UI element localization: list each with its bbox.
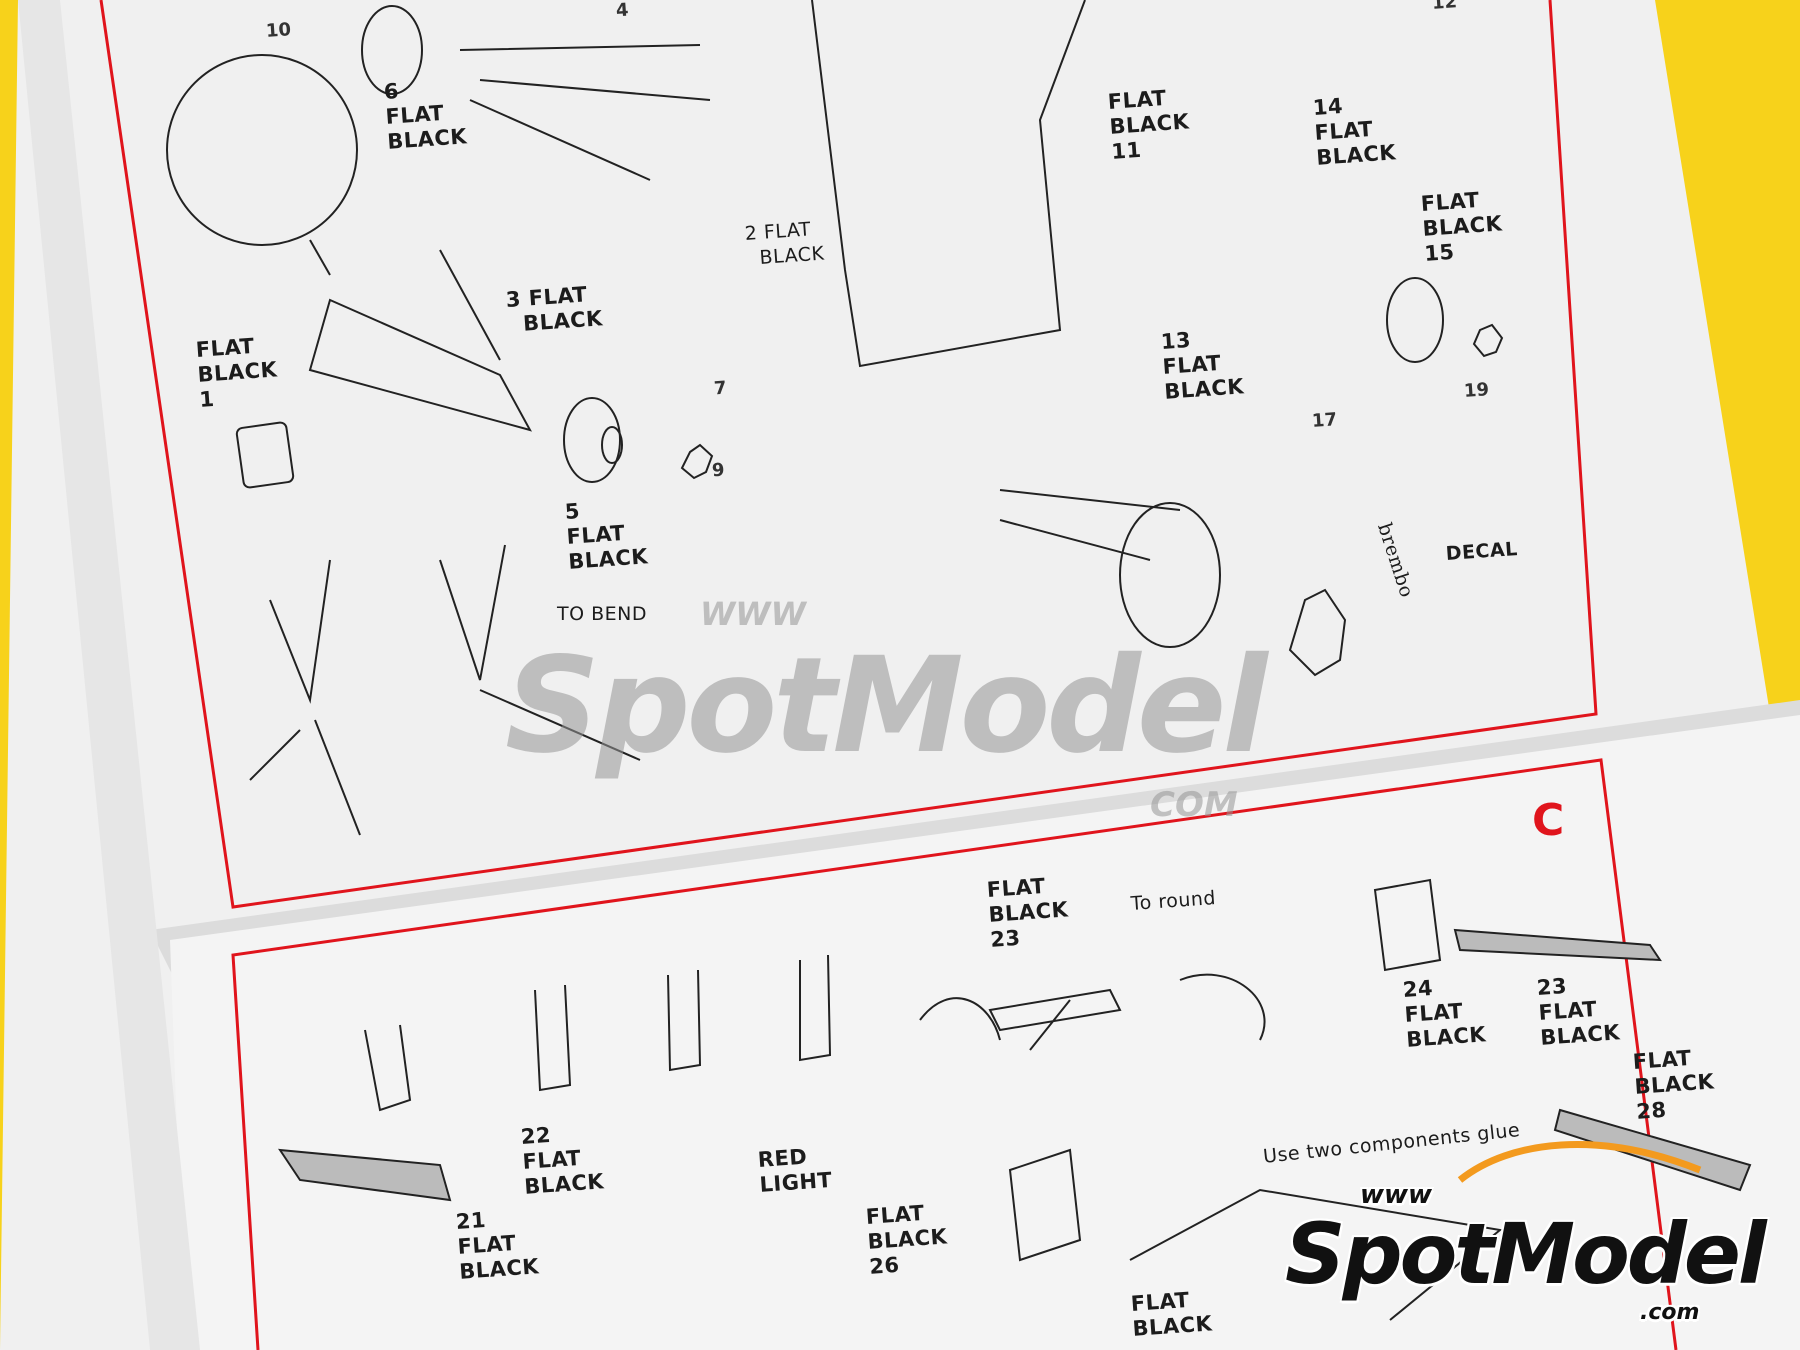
wing-21 xyxy=(278,1148,452,1202)
part-label-15: FLAT BLACK 15 xyxy=(1420,187,1504,266)
part-label-flat-black: FLAT BLACK xyxy=(1130,1287,1214,1341)
wing-28 xyxy=(1553,1108,1752,1192)
disc-assembly xyxy=(1119,502,1221,648)
nut-assembly xyxy=(1288,588,1347,677)
bottom-panel-border xyxy=(231,758,1678,1350)
paper-left-strip xyxy=(18,0,200,1350)
part-label-6: 6 FLAT BLACK xyxy=(383,78,468,154)
watermark-brand: SpotModel xyxy=(505,629,1268,783)
part-label-21: 21 FLAT BLACK xyxy=(455,1207,540,1284)
logo-com: .com xyxy=(1640,1300,1700,1325)
part-label-26: FLAT BLACK 26 xyxy=(865,1200,949,1279)
disc-5 xyxy=(563,397,621,483)
part-label-24: 24 FLAT BLACK xyxy=(1402,975,1487,1052)
part-label-2: 2 FLAT BLACK xyxy=(744,218,826,270)
drawings xyxy=(166,5,1752,1321)
magnifier-bubble xyxy=(166,54,358,246)
top-panel-border xyxy=(99,0,1598,909)
part-label-11: FLAT BLACK 11 xyxy=(1107,85,1191,164)
paper-bottom-sheet xyxy=(170,715,1800,1350)
part-label-14: 14 FLAT BLACK xyxy=(1312,93,1397,170)
part-label-7: 7 xyxy=(713,377,728,400)
part-label-12: 12 xyxy=(1431,0,1458,14)
nut-9 xyxy=(680,443,714,480)
disc-15 xyxy=(1386,277,1444,363)
part-label-22: 22 FLAT BLACK xyxy=(520,1122,605,1199)
red-light-label: RED LIGHT xyxy=(757,1144,834,1197)
part-label-1: FLAT BLACK 1 xyxy=(195,333,279,412)
plate-24 xyxy=(1373,878,1442,972)
logo-car-swoosh xyxy=(1457,1141,1702,1183)
wing-assembly xyxy=(1129,1188,1503,1321)
logo-brand: SpotModel xyxy=(1285,1205,1767,1303)
pillar-parts xyxy=(364,954,832,1112)
part-label-23-file: FLAT BLACK 23 xyxy=(986,873,1070,952)
upright-top xyxy=(459,44,711,181)
watermark-www: WWW xyxy=(700,595,806,633)
inset-box xyxy=(811,0,1086,368)
part-label-10: 10 xyxy=(265,19,292,42)
file-tool xyxy=(988,988,1122,1051)
logo-www: www xyxy=(1360,1180,1433,1210)
strip-23 xyxy=(1453,928,1662,962)
upright-3 xyxy=(308,249,533,432)
decal-label: DECAL xyxy=(1445,537,1519,565)
part-label-23: 23 FLAT BLACK xyxy=(1536,973,1621,1050)
watermark-com: COM xyxy=(1150,785,1238,825)
nut-19 xyxy=(1472,323,1504,358)
section-letter: C xyxy=(1532,795,1565,846)
hub-assembly xyxy=(999,489,1181,561)
part-label-17: 17 xyxy=(1311,409,1338,432)
part-label-4: 4 xyxy=(615,0,630,22)
to-bend-label: TO BEND xyxy=(557,603,647,625)
hands xyxy=(919,973,1266,1041)
part-label-13: 13 FLAT BLACK xyxy=(1160,327,1245,404)
part-label-3: 3 FLAT BLACK xyxy=(505,282,604,337)
part-label-5: 5 FLAT BLACK xyxy=(564,498,649,574)
endplate xyxy=(1008,1148,1082,1262)
part-label-28: FLAT BLACK 28 xyxy=(1632,1045,1716,1124)
part-label-9: 9 xyxy=(711,459,726,482)
part-label-19: 19 xyxy=(1463,379,1490,402)
disc-top xyxy=(361,5,423,95)
v-arm-mid xyxy=(439,544,641,761)
v-arm-left xyxy=(249,559,361,836)
bracket-1 xyxy=(235,421,295,489)
